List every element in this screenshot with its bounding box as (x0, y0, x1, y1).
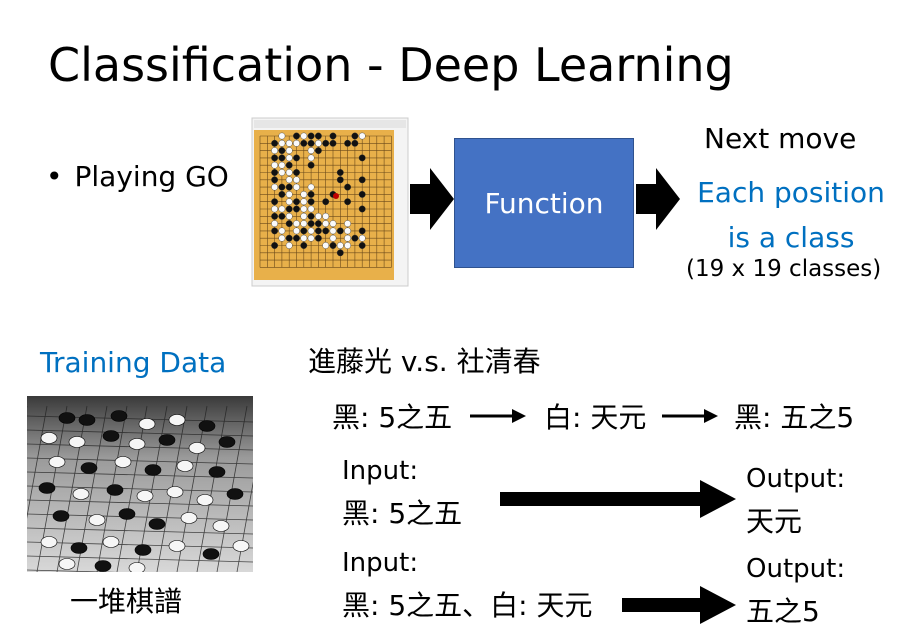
example2-output-label: Output: (746, 554, 846, 584)
game-title: 進藤光 v.s. 社清春 (308, 345, 541, 378)
go-board-image (251, 117, 409, 287)
move-3: 黑: 五之5 (734, 401, 855, 434)
example2-output-value: 五之5 (746, 595, 820, 628)
example1-output-value: 天元 (746, 505, 803, 538)
example2-input-label: Input: (342, 548, 419, 578)
example1-input-value: 黑: 5之五 (342, 497, 463, 530)
each-position-line2: is a class (727, 221, 855, 254)
next-move-label: Next move (704, 122, 857, 155)
example2-input-value: 黑: 5之五、白: 天元 (342, 589, 593, 622)
training-data-label: Training Data (40, 346, 227, 379)
go-photo-image (27, 396, 253, 572)
each-position-line1: Each position (697, 176, 885, 209)
right-arrow-icon (662, 409, 718, 423)
slide-title: Classification - Deep Learning (48, 38, 734, 92)
move-1: 黑: 5之五 (332, 401, 453, 434)
classes-note: (19 x 19 classes) (686, 256, 882, 282)
example1-input-label: Input: (342, 456, 419, 486)
function-label: Function (484, 186, 604, 220)
bullet-text: Playing GO (74, 160, 229, 193)
right-arrow-icon (636, 168, 680, 230)
each-position-text: Each position is a class (690, 170, 892, 260)
bullet-playing-go: • Playing GO (46, 160, 229, 193)
right-arrow-icon (470, 409, 526, 423)
right-arrow-icon (500, 480, 736, 518)
function-box: Function (454, 138, 634, 268)
right-arrow-icon (410, 168, 454, 230)
pile-of-game-records: 一堆棋譜 (70, 585, 183, 618)
right-arrow-icon (622, 586, 736, 624)
example1-output-label: Output: (746, 464, 846, 494)
move-2: 白: 天元 (544, 401, 647, 434)
bullet-dot: • (46, 160, 63, 193)
